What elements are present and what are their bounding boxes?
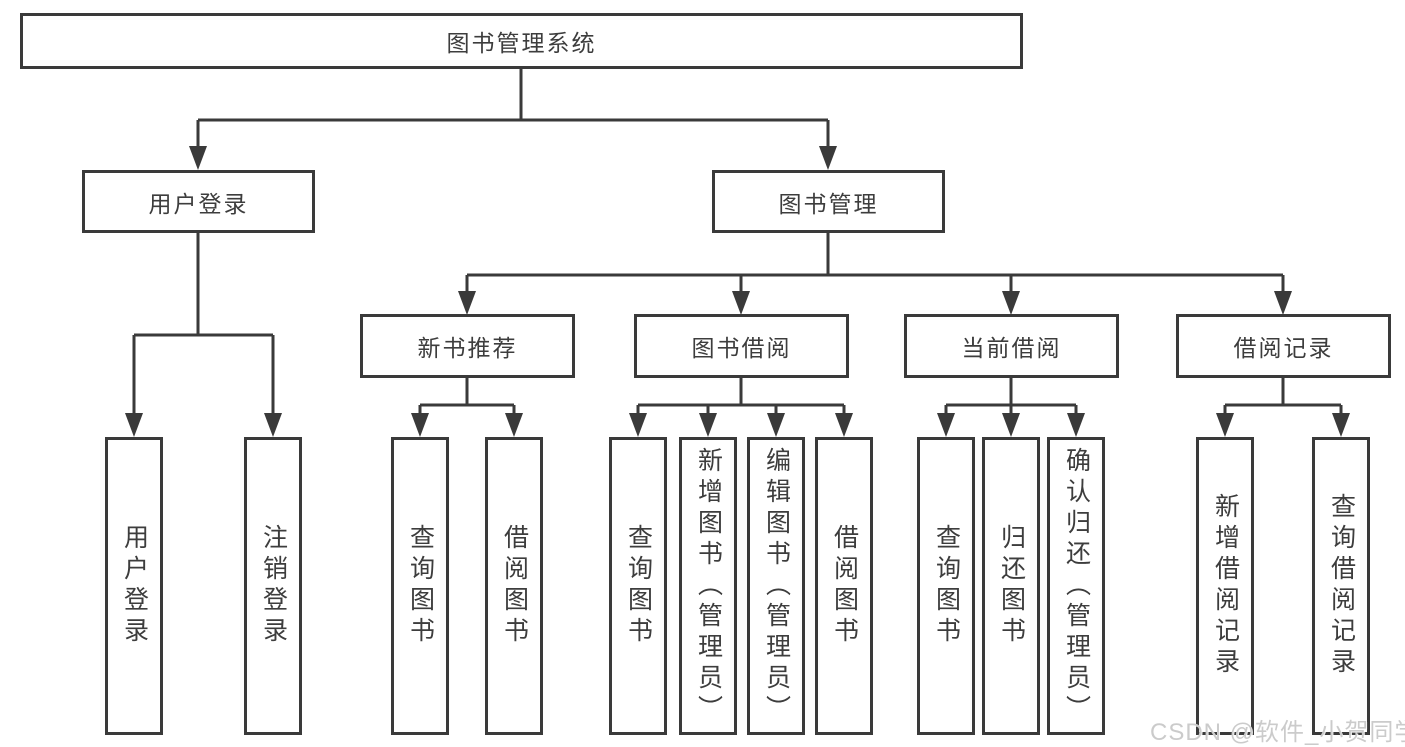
leaf-logout-label: 注销登录: [259, 524, 288, 648]
leaf-return-books: 归还图书: [982, 437, 1040, 735]
leaf-user-login-label: 用户登录: [120, 524, 149, 648]
connector-book-borrow-children: [629, 378, 853, 437]
connector-book-management-children: [458, 233, 1292, 315]
leaf-user-login: 用户登录: [105, 437, 163, 735]
leaf-query-books-1-label: 查询图书: [406, 524, 435, 648]
leaf-query-books-2-label: 查询图书: [624, 524, 653, 648]
leaf-add-books-admin: 新增图书（管理员）: [679, 437, 737, 735]
node-current-borrow: 当前借阅: [904, 314, 1119, 378]
leaf-query-books-1: 查询图书: [391, 437, 449, 735]
leaf-logout: 注销登录: [244, 437, 302, 735]
connector-root-to-level2: [189, 69, 837, 170]
leaf-query-borrow-record-label: 查询借阅记录: [1327, 493, 1356, 679]
leaf-return-books-label: 归还图书: [997, 524, 1026, 648]
node-borrow-records: 借阅记录: [1176, 314, 1391, 378]
connector-current-borrow-children: [937, 378, 1085, 437]
leaf-query-books-2: 查询图书: [609, 437, 667, 735]
leaf-query-books-3-label: 查询图书: [932, 524, 961, 648]
leaf-borrow-books-1-label: 借阅图书: [500, 524, 529, 648]
node-system-root: 图书管理系统: [20, 13, 1023, 69]
connector-user-login-children: [125, 233, 282, 437]
leaf-edit-books-admin-label: 编辑图书（管理员）: [762, 446, 791, 726]
leaf-borrow-books-1: 借阅图书: [485, 437, 543, 735]
leaf-query-books-3: 查询图书: [917, 437, 975, 735]
leaf-confirm-return-admin: 确认归还（管理员）: [1047, 437, 1105, 735]
leaf-edit-books-admin: 编辑图书（管理员）: [747, 437, 805, 735]
node-book-management: 图书管理: [712, 170, 945, 233]
leaf-borrow-books-2: 借阅图书: [815, 437, 873, 735]
connector-borrow-records-children: [1216, 378, 1350, 437]
node-book-borrow: 图书借阅: [634, 314, 849, 378]
leaf-add-borrow-record: 新增借阅记录: [1196, 437, 1254, 735]
csdn-watermark: CSDN @软件_小贺同学: [1150, 719, 1405, 746]
leaf-borrow-books-2-label: 借阅图书: [830, 524, 859, 648]
leaf-add-books-admin-label: 新增图书（管理员）: [694, 446, 723, 726]
node-user-login: 用户登录: [82, 170, 315, 233]
leaf-confirm-return-admin-label: 确认归还（管理员）: [1062, 446, 1091, 726]
node-new-book-recommend: 新书推荐: [360, 314, 575, 378]
leaf-query-borrow-record: 查询借阅记录: [1312, 437, 1370, 735]
leaf-add-borrow-record-label: 新增借阅记录: [1211, 493, 1240, 679]
connector-new-book-recommend-children: [411, 378, 523, 437]
